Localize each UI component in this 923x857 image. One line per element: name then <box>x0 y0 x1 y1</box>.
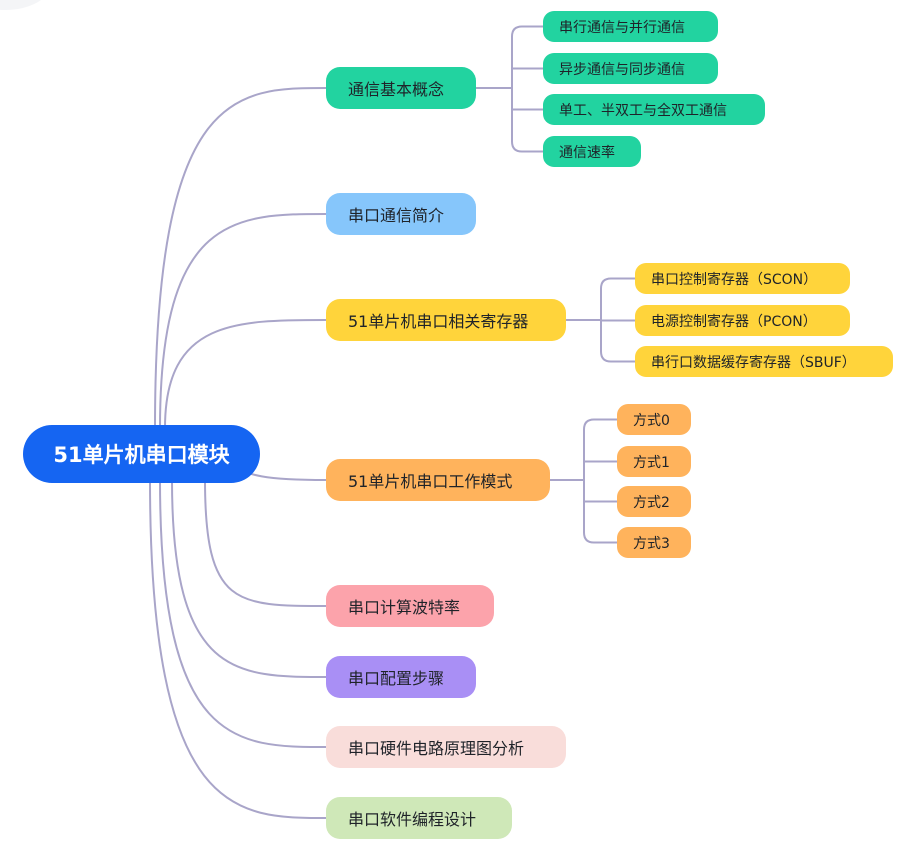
connector-b3c3 <box>583 531 618 544</box>
leaf-node-communication-rate[interactable]: 通信速率 <box>543 136 641 167</box>
branch-node-uart-intro[interactable]: 串口通信简介 <box>326 193 476 235</box>
leaf-node-duplex-modes[interactable]: 单工、半双工与全双工通信 <box>543 94 765 125</box>
branch-node-baud-rate[interactable]: 串口计算波特率 <box>326 585 494 627</box>
connector-root-b6 <box>159 479 327 748</box>
connector-b2c2 <box>600 350 636 363</box>
leaf-node-async-vs-sync[interactable]: 异步通信与同步通信 <box>543 53 718 84</box>
connector-root-b2 <box>164 319 327 429</box>
branch-node-software-design[interactable]: 串口软件编程设计 <box>326 797 512 839</box>
connector-root-b0 <box>154 87 327 429</box>
branch-node-hardware-schematic[interactable]: 串口硬件电路原理图分析 <box>326 726 566 768</box>
connector-root-b1 <box>159 213 327 429</box>
branch-node-communication-basics[interactable]: 通信基本概念 <box>326 67 476 109</box>
corner-decoration <box>0 0 50 10</box>
connector-root-b7 <box>149 479 327 819</box>
leaf-node-pcon[interactable]: 电源控制寄存器（PCON） <box>635 305 850 336</box>
leaf-node-scon[interactable]: 串口控制寄存器（SCON） <box>635 263 850 294</box>
connector-root-b4 <box>204 479 327 607</box>
connector-root-b5 <box>171 479 327 678</box>
leaf-node-mode-1[interactable]: 方式1 <box>617 446 691 477</box>
leaf-node-serial-vs-parallel[interactable]: 串行通信与并行通信 <box>543 11 718 42</box>
leaf-node-mode-0[interactable]: 方式0 <box>617 404 691 435</box>
leaf-node-mode-2[interactable]: 方式2 <box>617 486 691 517</box>
connector-b2c0 <box>600 277 636 290</box>
branch-node-uart-registers[interactable]: 51单片机串口相关寄存器 <box>326 299 566 341</box>
connector-b0c3 <box>511 140 544 153</box>
branch-node-uart-modes[interactable]: 51单片机串口工作模式 <box>326 459 550 501</box>
branch-node-config-steps[interactable]: 串口配置步骤 <box>326 656 476 698</box>
connector-b0c0 <box>511 25 544 38</box>
leaf-node-sbuf[interactable]: 串行口数据缓存寄存器（SBUF） <box>635 346 893 377</box>
connector-b3c0 <box>583 418 618 431</box>
leaf-node-mode-3[interactable]: 方式3 <box>617 527 691 558</box>
root-node[interactable]: 51单片机串口模块 <box>23 425 260 483</box>
